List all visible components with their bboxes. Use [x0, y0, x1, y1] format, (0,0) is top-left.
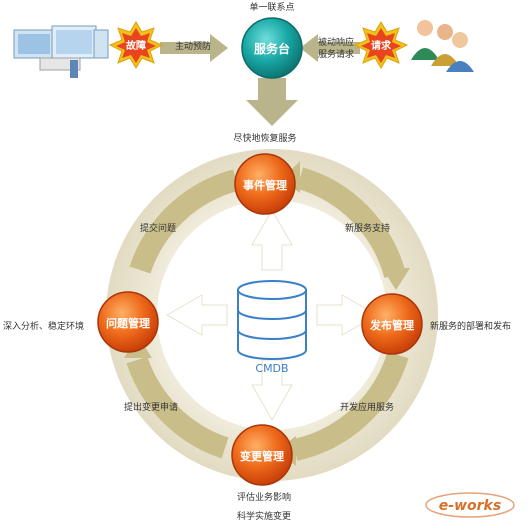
submit-change-request-label: 提出变更申请: [124, 403, 179, 413]
cmdb-database-icon: [237, 280, 307, 360]
passive-response-label-line2: 服务请求: [318, 50, 355, 60]
people-users-icon: [411, 20, 474, 72]
submit-problem-label: 提交问题: [140, 224, 177, 234]
arrow-fault-to-desk: [160, 34, 228, 62]
service-desk-node: [241, 17, 303, 79]
incident-management-label: 事件管理: [243, 178, 287, 192]
change-management-label: 变更管理: [240, 449, 284, 463]
service-desk-label: 服务台: [254, 41, 290, 56]
release-management-node: [361, 293, 423, 355]
fault-burst: [108, 21, 164, 69]
arc-problem-to-incident: [129, 169, 240, 274]
arrowhead-into-release: [382, 268, 410, 290]
develop-app-service-label: 开发应用服务: [340, 403, 395, 413]
single-contact-label: 单一联系点: [249, 3, 295, 13]
arrow-request-to-desk: [300, 34, 360, 62]
release-management-label: 发布管理: [369, 318, 414, 332]
svg-text:e-works: e-works: [439, 498, 501, 514]
assess-impact-label: 评估业务影响: [236, 493, 292, 503]
problem-management-label: 问题管理: [106, 316, 150, 330]
new-service-deploy-label: 新服务的部署和发布: [430, 322, 512, 332]
restore-service-label: 尽快地恢复服务: [233, 134, 297, 144]
request-label: 请求: [371, 39, 392, 52]
eworks-watermark-logo: e-works: [425, 492, 515, 518]
cmdb-label: CMDB: [255, 362, 288, 375]
fault-label: 故障: [126, 39, 146, 52]
new-service-support-label: 新服务支持: [345, 224, 391, 234]
top-arrows: [160, 34, 360, 126]
arc-change-to-problem: [126, 356, 229, 459]
request-burst: [353, 21, 409, 69]
deep-analysis-label: 深入分析、稳定环境: [3, 322, 85, 332]
incident-management-node: [234, 153, 296, 215]
problem-management-node: [97, 291, 159, 353]
inner-white-arrows: [165, 208, 379, 422]
arrow-desk-down: [246, 78, 298, 126]
change-management-node: [231, 424, 293, 486]
proactive-prevention-label: 主动预防: [174, 42, 212, 52]
arc-release-to-change: [292, 351, 409, 461]
passive-response-label-line1: 被动响应: [318, 38, 355, 48]
scientific-change-label: 科学实施变更: [236, 512, 292, 522]
cycle-arrows: [126, 167, 409, 461]
arc-incident-to-release: [296, 167, 406, 279]
computer-monitors-icon: [13, 25, 109, 78]
